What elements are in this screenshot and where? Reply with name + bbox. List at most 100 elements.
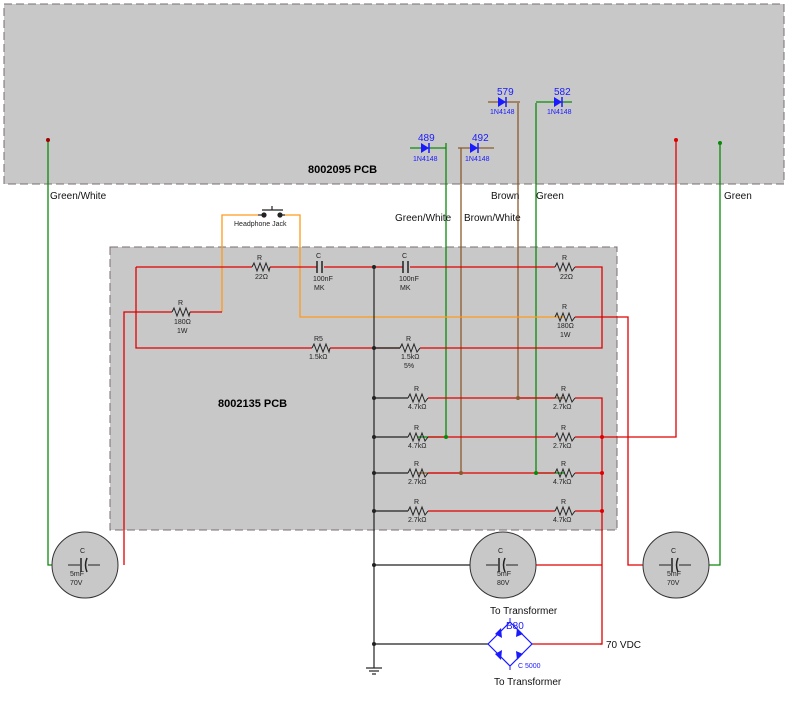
wire-label-brown-white: Brown/White bbox=[464, 213, 521, 224]
orange-wire bbox=[221, 214, 565, 318]
bridge-rectifier: B80 C 5000 bbox=[487, 618, 541, 670]
resistor-r5-value: 1.5kΩ bbox=[309, 354, 327, 361]
wire-label-brown: Brown bbox=[491, 191, 519, 202]
elec-left-ref: C bbox=[80, 548, 85, 555]
ladder-right-1-ref: R bbox=[561, 386, 566, 393]
ladder-right: R 2.7kΩ R 2.7kΩ R 4.7kΩ R 4.7kΩ bbox=[553, 386, 576, 524]
ladder-right-3-value: 4.7kΩ bbox=[553, 479, 571, 486]
resistor-22-left-ref: R bbox=[257, 255, 262, 262]
diode-579-ref: 579 bbox=[497, 87, 514, 98]
electrolytic-cap-right: C 5mF 70V bbox=[642, 531, 710, 599]
ladder-right-4-value: 4.7kΩ bbox=[553, 517, 571, 524]
resistor-22-left-value: 22Ω bbox=[255, 274, 268, 281]
ladder-left-1-ref: R bbox=[414, 386, 419, 393]
resistor-22-left: R 22Ω bbox=[251, 255, 271, 281]
ground-icon bbox=[366, 667, 382, 675]
resistor-180-left-value: 180Ω bbox=[174, 319, 191, 326]
ladder-left-4-ref: R bbox=[414, 499, 419, 506]
electrolytic-cap-mid: C 5mF 80V bbox=[469, 531, 537, 599]
diode-582-part: 1N4148 bbox=[547, 109, 572, 116]
ladder-left-resistor-4: R 2.7kΩ bbox=[407, 499, 429, 524]
capacitor-1-ref: C bbox=[316, 253, 321, 260]
diode-579: 579 1N4148 bbox=[488, 87, 520, 116]
wire-label-green-white-mid: Green/White bbox=[395, 213, 452, 224]
diode-582-ref: 582 bbox=[554, 87, 571, 98]
pcb-top-board bbox=[3, 3, 785, 185]
elec-left-value: 5mF bbox=[70, 571, 84, 578]
diode-492-part: 1N4148 bbox=[465, 156, 490, 163]
resistor-22-right-value: 22Ω bbox=[560, 274, 573, 281]
resistor-180-right-rating: 1W bbox=[560, 332, 571, 339]
ladder-right-2-ref: R bbox=[561, 425, 566, 432]
resistor-180-left: R 180Ω 1W bbox=[171, 300, 191, 335]
resistor-180-right-ref: R bbox=[562, 304, 567, 311]
resistor-22-right-ref: R bbox=[562, 255, 567, 262]
elec-right-ref: C bbox=[671, 548, 676, 555]
ladder-left-3-value: 2.7kΩ bbox=[408, 479, 426, 486]
capacitor-100nf-1: C 100nF MK bbox=[313, 253, 333, 292]
label-to-transformer-bottom: To Transformer bbox=[494, 677, 562, 688]
ladder-right-3-ref: R bbox=[561, 461, 566, 468]
black-wires bbox=[373, 267, 488, 668]
wire-label-green-white-left: Green/White bbox=[50, 191, 107, 202]
bridge-ref: B80 bbox=[506, 621, 524, 632]
elec-mid-ref: C bbox=[498, 548, 503, 555]
label-to-transformer-top: To Transformer bbox=[490, 606, 558, 617]
ladder-right-resistor-3: R 4.7kΩ bbox=[553, 461, 576, 486]
resistor-22-right: R 22Ω bbox=[554, 255, 576, 281]
bridge-part: C 5000 bbox=[518, 663, 541, 670]
headphone-jack-label: Headphone Jack bbox=[234, 221, 287, 228]
elec-left-voltage: 70V bbox=[70, 580, 83, 587]
pcb-top-label: 8002095 PCB bbox=[308, 164, 377, 176]
elec-right-voltage: 70V bbox=[667, 580, 680, 587]
pcb-bottom-board bbox=[109, 246, 618, 531]
resistor-r5: R5 1.5kΩ bbox=[309, 336, 331, 361]
ladder-left-resistor-2: R 4.7kΩ bbox=[407, 425, 429, 450]
diode-489-ref: 489 bbox=[418, 133, 435, 144]
capacitor-100nf-2: C 100nF MK bbox=[399, 253, 419, 292]
diode-489: 489 1N4148 bbox=[410, 133, 446, 163]
elec-mid-voltage: 80V bbox=[497, 580, 510, 587]
resistor-15-mid-ref: R bbox=[406, 336, 411, 343]
diode-582: 582 1N4148 bbox=[536, 87, 572, 116]
elec-right-value: 5mF bbox=[667, 571, 681, 578]
ladder-left-resistor-3: R 2.7kΩ bbox=[407, 461, 429, 486]
resistor-180-left-ref: R bbox=[178, 300, 183, 307]
capacitor-1-type: MK bbox=[314, 285, 325, 292]
electrolytic-cap-left: C 5mF 70V bbox=[51, 531, 119, 599]
elec-mid-value: 5mF bbox=[497, 571, 511, 578]
ladder-left-1-value: 4.7kΩ bbox=[408, 404, 426, 411]
ladder-right-2-value: 2.7kΩ bbox=[553, 443, 571, 450]
wire-label-green-right: Green bbox=[724, 191, 752, 202]
ladder-left-resistor-1: R 4.7kΩ bbox=[407, 386, 429, 411]
resistor-15-mid-value: 1.5kΩ bbox=[401, 354, 419, 361]
pcb-bottom-label: 8002135 PCB bbox=[218, 398, 287, 410]
ladder-left-4-value: 2.7kΩ bbox=[408, 517, 426, 524]
junction-dots bbox=[46, 138, 722, 646]
ladder-left-3-ref: R bbox=[414, 461, 419, 468]
ladder-right-1-value: 2.7kΩ bbox=[553, 404, 571, 411]
diode-579-part: 1N4148 bbox=[490, 109, 515, 116]
ladder-right-resistor-4: R 4.7kΩ bbox=[553, 499, 576, 524]
red-wires bbox=[123, 140, 677, 645]
resistor-15-mid: R 1.5kΩ 5% bbox=[399, 336, 421, 370]
wire-label-green-mid: Green bbox=[536, 191, 564, 202]
label-70vdc: 70 VDC bbox=[606, 640, 641, 651]
capacitor-1-value: 100nF bbox=[313, 276, 333, 283]
ladder-left: R 4.7kΩ R 4.7kΩ R 2.7kΩ R 2.7kΩ bbox=[407, 386, 429, 524]
resistor-180-right-value: 180Ω bbox=[557, 323, 574, 330]
headphone-jack-switch bbox=[258, 206, 285, 218]
ladder-left-2-value: 4.7kΩ bbox=[408, 443, 426, 450]
ladder-left-2-ref: R bbox=[414, 425, 419, 432]
diode-492: 492 1N4148 bbox=[458, 133, 494, 163]
capacitor-2-ref: C bbox=[402, 253, 407, 260]
ladder-right-resistor-1: R 2.7kΩ bbox=[553, 386, 576, 411]
resistor-180-right: R 180Ω 1W bbox=[554, 304, 576, 339]
capacitor-2-type: MK bbox=[400, 285, 411, 292]
resistor-180-left-rating: 1W bbox=[177, 328, 188, 335]
diode-492-ref: 492 bbox=[472, 133, 489, 144]
resistor-15-mid-tol: 5% bbox=[404, 363, 414, 370]
diode-489-part: 1N4148 bbox=[413, 156, 438, 163]
resistor-r5-ref: R5 bbox=[314, 336, 323, 343]
